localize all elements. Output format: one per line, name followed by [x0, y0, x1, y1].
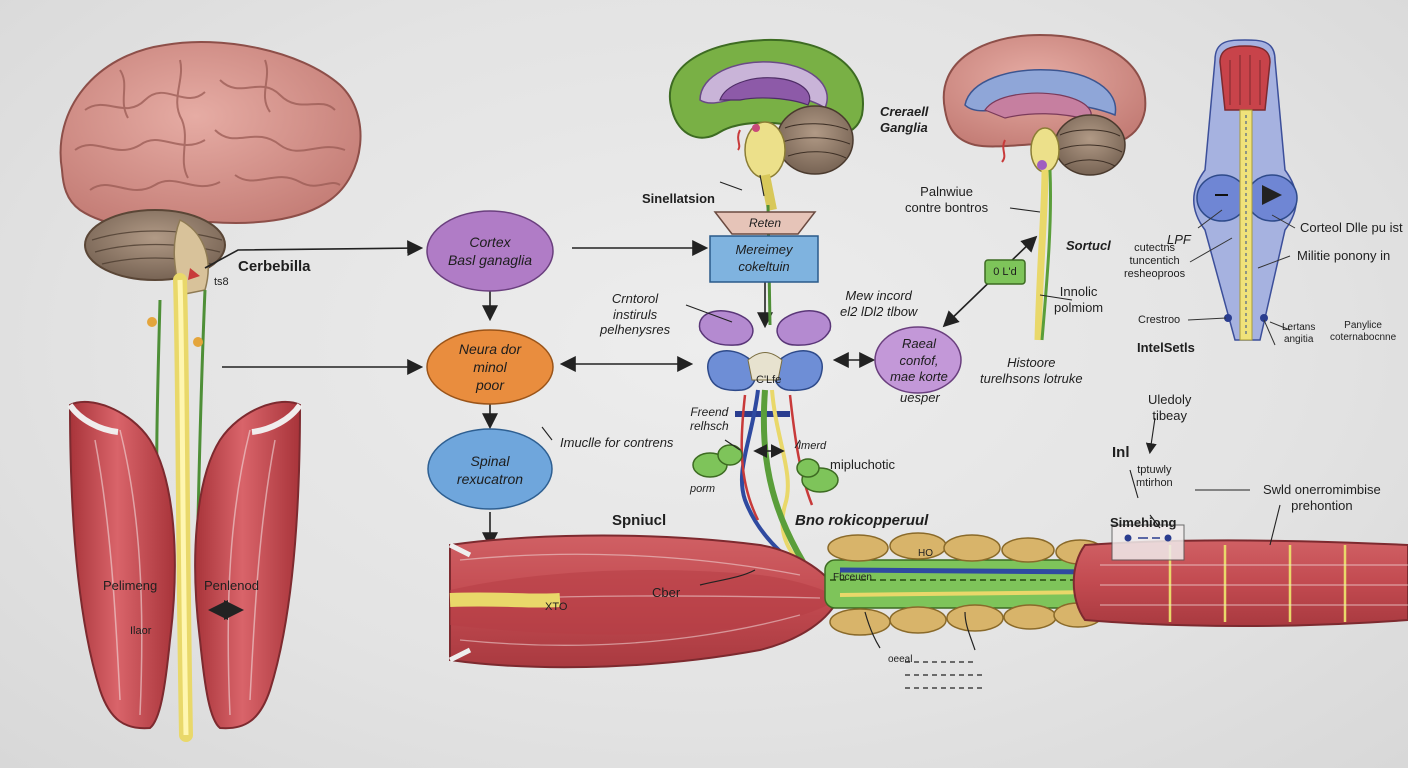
left-spinal-cord [147, 268, 207, 742]
reten-trapezoid-shape [713, 211, 817, 235]
left-arrows [204, 240, 424, 375]
center-brain [669, 38, 865, 326]
mew-label: Mew incord el2 lDl2 tlbow [840, 288, 918, 319]
mipluchotic-label: mipluchotic [830, 457, 896, 472]
lertans-label: Lertans angitia [1282, 322, 1316, 345]
cortex-node-label: Cortex Basl ganaglia [447, 233, 533, 268]
reten-trapezoid: Reten [732, 214, 798, 234]
imuscle-label: Imuclle for contrens [560, 435, 674, 450]
corteol-label: Corteol Dlle pu ist [1300, 220, 1403, 235]
mereimey-box-shape [709, 235, 819, 283]
cuteolie-label: cutectns tuncentich resheoproos [1124, 242, 1186, 281]
crestroo-label: Crestroo [1138, 314, 1181, 326]
mereimey-label: Mereimey cokeltuin [735, 242, 793, 274]
fbceuen-label: Fbceuen [833, 572, 872, 583]
fiber-chain [824, 532, 1116, 689]
left-muscles [67, 400, 303, 730]
spinal-node[interactable]: Spinal rexucatron [428, 430, 552, 510]
center-muscle [448, 534, 842, 669]
freend-label: Freend relhsch [690, 405, 729, 434]
olad-box-shape [984, 259, 1026, 285]
innolic-label: Innolic polmiom [1054, 284, 1104, 315]
cber-label: Cber [652, 585, 681, 600]
olad-box[interactable]: 0 L'd [985, 260, 1025, 284]
sinellatsion-label: Sinellatsion [642, 191, 715, 206]
porm-label: porm [690, 483, 716, 495]
imerd-label: Imerd [798, 440, 827, 452]
bno-label: Bno rokicopperuul [795, 512, 929, 529]
palnwiue-label: Palnwiue contre bontros [905, 184, 989, 215]
lpf-label: LPF [1167, 232, 1191, 247]
sortucl-label: Sortucl [1066, 238, 1111, 253]
reael-label: Raeal confof, mae korte [890, 335, 948, 385]
cortex-node-shape [426, 210, 554, 292]
oeeal-label: oeeal [888, 654, 913, 665]
simehiong-label: Simehiong [1110, 515, 1177, 530]
xto-label: XTO [545, 601, 568, 613]
muscle-left-label: Pelimeng [103, 578, 158, 593]
spinal-node-shape [427, 428, 553, 510]
spniucl-label: Spniucl [612, 512, 667, 529]
spinal-node-label: Spinal rexucatron [456, 452, 524, 487]
muscle-right-label: Penlenod [204, 578, 259, 593]
militie-label: Militie ponony in [1297, 248, 1391, 263]
uesper-label: uesper [900, 390, 940, 405]
neura-node-shape [426, 329, 554, 405]
reael-node-shape [874, 326, 962, 394]
brainstem [1187, 39, 1298, 346]
inl-label: Inl [1112, 444, 1130, 461]
left-brain [59, 40, 362, 229]
histoore-label: Histoore turelhsons lotruke [980, 355, 1083, 386]
crntorol-label: Crntorol instiruls pelhenysres [600, 291, 671, 338]
panylice-label: Panylice coternabocnne [1330, 320, 1397, 343]
muscle-small-label: Ilaor [130, 625, 152, 637]
leader-lines [541, 174, 1281, 546]
right-muscle [1072, 524, 1408, 627]
center-basal-ganglia [698, 310, 832, 417]
ho-label: HO [918, 548, 933, 559]
cerbebilla-label: Cerbebilla [238, 258, 311, 275]
right-brain [942, 33, 1147, 341]
uledoly-label: Uledoly tibeay [1148, 392, 1192, 423]
reael-node[interactable]: Raeal confof, mae korte [876, 330, 962, 392]
neura-node[interactable]: Neura dor minol poor [427, 330, 553, 404]
olad-label: 0 L'd [993, 265, 1017, 278]
left-cerebellum [84, 209, 226, 296]
intelsetls-label: IntelSetls [1137, 340, 1195, 355]
swld-label: Swld onerromimbise prehontion [1263, 482, 1381, 513]
neura-node-label: Neura dor minol poor [458, 340, 522, 394]
reten-label: Reten [748, 216, 782, 231]
ts8-label: ts8 [214, 276, 229, 288]
tptuwly-label: tptuwly mtirhon [1136, 464, 1173, 490]
cereall-label: Creraell Ganglia [880, 104, 929, 135]
ganglia-pods [692, 444, 839, 493]
mereimey-box[interactable]: Mereimey cokeltuin [710, 236, 818, 282]
cfe-label: C'Lfe [756, 374, 782, 386]
cortex-node[interactable]: Cortex Basl ganaglia [427, 212, 553, 290]
